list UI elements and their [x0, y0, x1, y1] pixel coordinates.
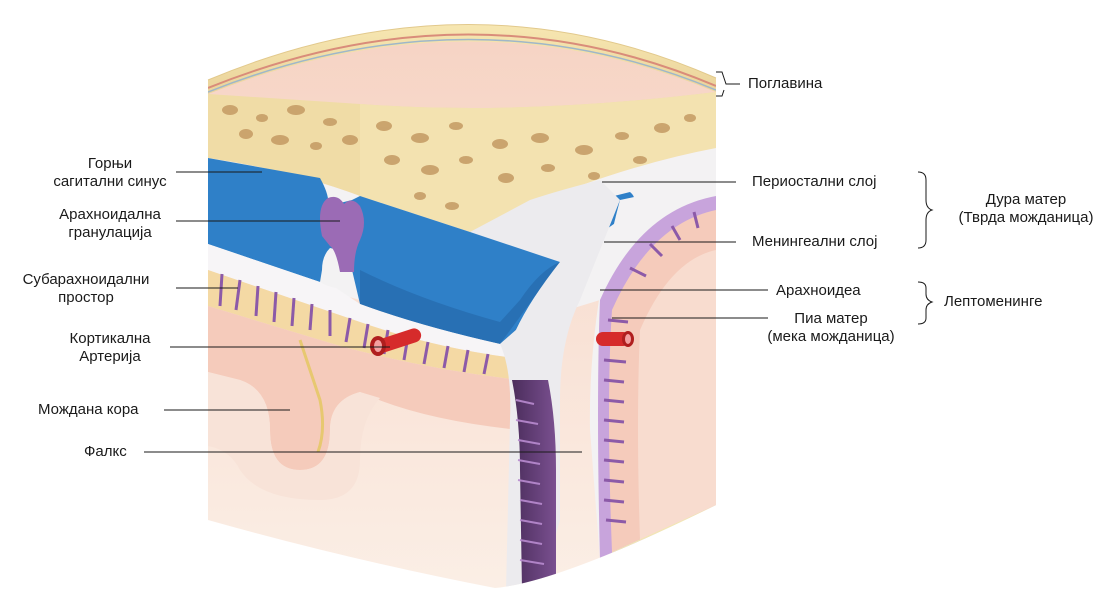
label-arachnoid-granulation: Арахноидална гранулација	[40, 206, 180, 242]
label-line: простор	[2, 289, 170, 307]
label-line: Артерија	[40, 348, 180, 366]
brace-lepto	[918, 282, 932, 324]
label-arachnoid: Арахноидеа	[776, 282, 861, 300]
label-pia-mater: Пиа матер (мека можданица)	[746, 310, 916, 346]
label-cerebral-cortex: Мождана кора	[38, 401, 139, 419]
label-cortical-artery: Кортикална Артерија	[40, 330, 180, 366]
label-periosteal-layer: Периостални слој	[752, 173, 876, 191]
label-leptomeninges: Лептоменинге	[944, 293, 1042, 311]
label-subarachnoid-space: Субарахноидални простор	[2, 271, 170, 307]
label-line: Пиа матер	[746, 310, 916, 328]
label-line: Дура матер	[940, 191, 1112, 209]
label-meningeal-layer: Менингеални слој	[752, 233, 877, 251]
label-line: (Тврда можданица)	[940, 209, 1112, 227]
label-scalp: Поглавина	[748, 75, 822, 93]
label-line: Кортикална	[40, 330, 180, 348]
label-line: Горњи	[40, 155, 180, 173]
label-line: гранулација	[40, 224, 180, 242]
brace-dura	[918, 172, 932, 248]
right-artery	[596, 331, 634, 347]
leader-scalp	[716, 72, 740, 96]
label-line: сагитални синус	[40, 173, 180, 191]
label-line: Арахноидална	[40, 206, 180, 224]
label-superior-sagittal-sinus: Горњи сагитални синус	[40, 155, 180, 191]
label-line: Субарахноидални	[2, 271, 170, 289]
label-dura-mater: Дура матер (Тврда можданица)	[940, 191, 1112, 227]
label-falx: Фалкс	[84, 443, 127, 461]
label-line: (мека можданица)	[746, 328, 916, 346]
